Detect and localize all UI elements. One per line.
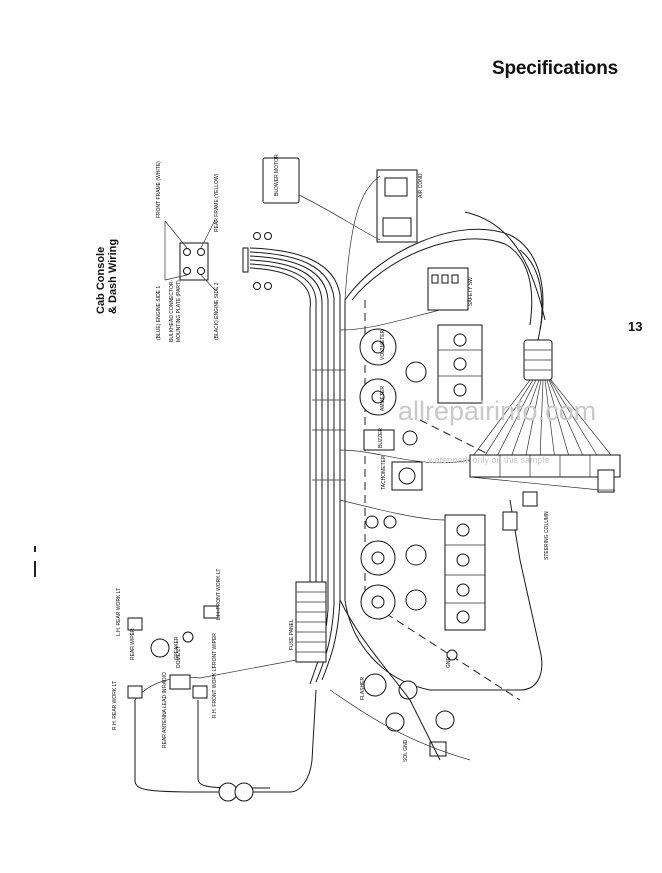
blower-motor-label: BLOWER MOTOR — [274, 154, 280, 196]
legend-mounting-plate: MOUNTING PLATE (PART) — [176, 280, 182, 342]
page-title: Specifications — [491, 58, 618, 79]
harness-branch-wires — [312, 309, 471, 521]
rear-wiper-label: REAR WIPER — [130, 628, 136, 660]
lower-components: FLASHER SOL GND — [329, 599, 471, 762]
safety-sw-label: SAFETY SW — [468, 277, 474, 306]
bulkhead-connector-plate — [179, 242, 209, 281]
air-cond-label: AIR COND — [418, 173, 424, 198]
legend-front-frame: FRONT FRAME (WHITE) — [156, 161, 162, 218]
legend-engine-side-2: (BLACK) ENGINE SIDE 2 — [214, 282, 220, 340]
flasher-label: FLASHER — [360, 677, 366, 700]
front-wiper-label: FRONT WIPER — [212, 633, 218, 668]
dome-lt-label: DOME LT — [176, 646, 182, 668]
air-cond-block: AIR COND — [376, 169, 424, 243]
dash-outline — [344, 228, 544, 691]
diagram-title: Cab Console & Dash Wiring — [95, 239, 119, 314]
page-number: 13 — [628, 319, 643, 334]
switch-column-lower: GND — [444, 514, 486, 669]
steering-column-label: STEERING COLUMN — [544, 511, 550, 560]
bulkhead-legend: FRONT FRAME (WHITE) REAR FRAME (YELLOW) … — [156, 161, 220, 342]
buzzer-label: BUZZER — [378, 428, 384, 448]
lh-rear-work-lt-label: L.H. REAR WORK LT — [116, 588, 122, 636]
rh-front-work-lt-label: R.H. FRONT WORK LT — [212, 666, 218, 718]
safety-switch-block: SAFETY SW — [427, 267, 474, 311]
instrument-cluster: VOLTMETER AMMETER BUZZER TACHOMETER — [359, 328, 427, 620]
blower-motor: BLOWER MOTOR — [262, 154, 381, 301]
fuse-panel: FUSE PANEL — [289, 581, 327, 663]
radio-label: RADIO — [162, 672, 168, 688]
legend-engine-side-1: (BLUE) ENGINE SIDE 1 — [156, 286, 162, 340]
flasher-unit — [363, 673, 387, 697]
steering-column-harness: STEERING COLUMN — [464, 211, 621, 560]
dome-lt — [182, 631, 194, 643]
harness-connector-pins — [242, 232, 272, 290]
radio-box — [169, 674, 191, 690]
accessory-harness: SPEAKER RADIO DOME LT R.H. REAR WORK LT … — [112, 569, 317, 802]
speaker-label: SPEAKER — [174, 636, 180, 660]
diagram-title-line1: Cab Console — [95, 247, 107, 314]
sol-gnd-label: SOL GND — [403, 739, 409, 762]
ammeter-label: AMMETER — [380, 386, 386, 411]
tachometer-label: TACHOMETER — [381, 455, 387, 490]
tachometer-gauge — [398, 467, 416, 485]
rh-rear-work-lt-label: R.H. REAR WORK LT — [112, 681, 118, 730]
switch-column-upper — [437, 324, 483, 404]
legend-rear-frame: REAR FRAME (YELLOW) — [214, 173, 220, 232]
margin-mark-upper — [34, 546, 36, 552]
watermark: allrepairinfo.com — [398, 396, 596, 426]
gnd-terminal — [446, 649, 458, 661]
lh-front-work-lt-label: L.H. FRONT WORK LT — [216, 569, 222, 620]
legend-bulkhead: BULKHEAD CONNECTOR- — [169, 280, 175, 342]
gnd-label: GND — [446, 657, 452, 669]
buzzer-box — [363, 429, 395, 451]
speaker-icon — [150, 638, 170, 658]
voltmeter-label: VOLTMETER — [380, 329, 386, 360]
watermark-sub: watermark only on this sample — [427, 455, 550, 465]
margin-mark-lower — [34, 561, 36, 577]
fuse-panel-label: FUSE PANEL — [289, 619, 295, 650]
rear-antenna-label: REAR ANTENNA LEAD IN — [162, 688, 168, 748]
diagram-title-line2: & Dash Wiring — [107, 239, 119, 314]
